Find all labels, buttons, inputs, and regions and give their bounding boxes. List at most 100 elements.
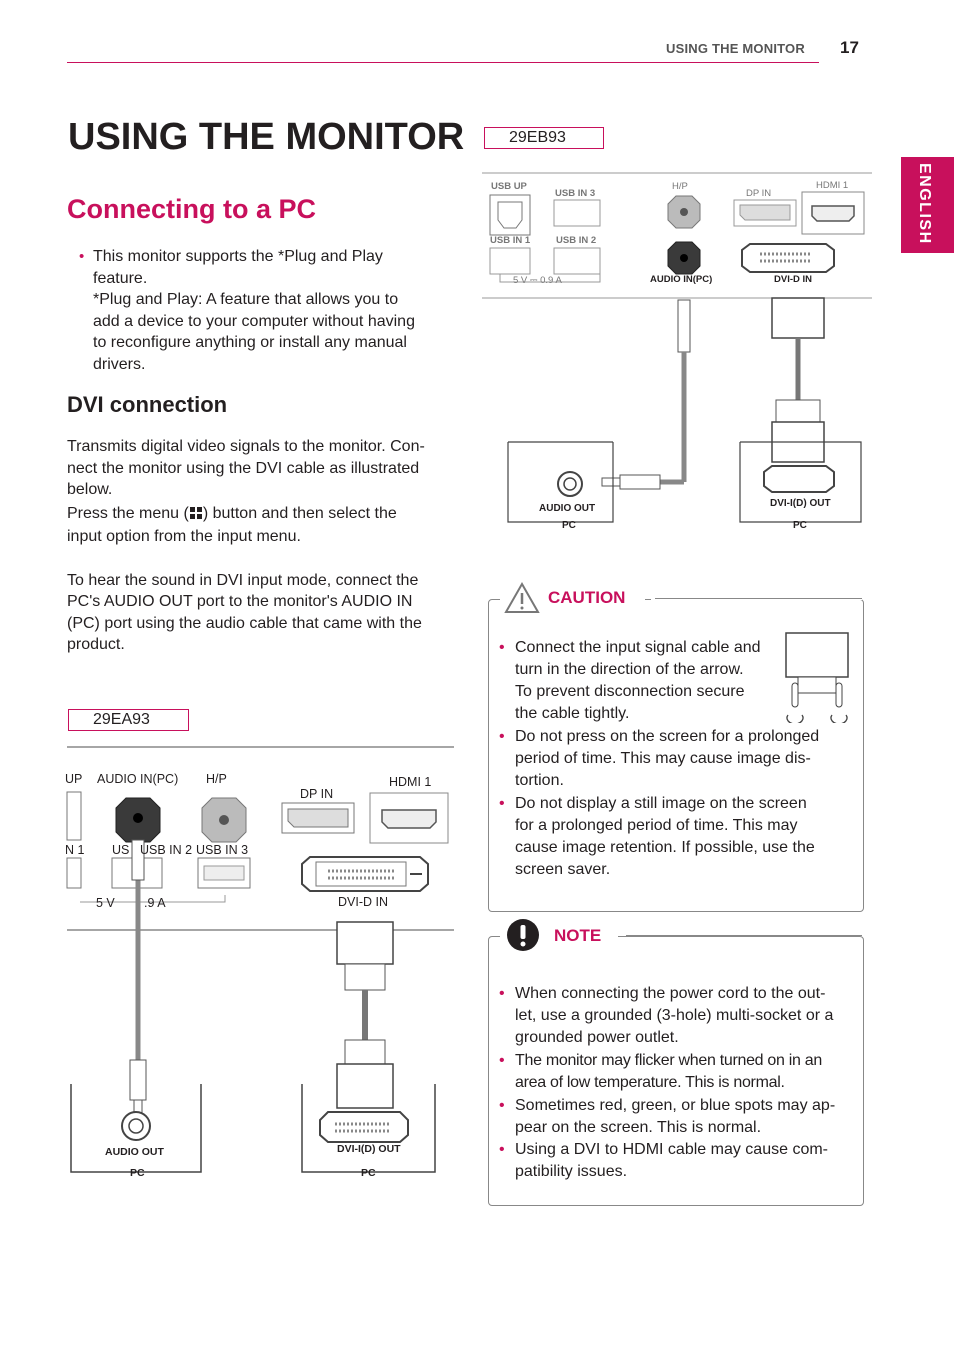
dvi-line: PC's AUDIO OUT port to the monitor's AUD… — [67, 593, 413, 610]
dvi-line: below. — [67, 481, 113, 498]
label-dp-in: DP IN — [746, 188, 772, 199]
note-line: grounded power outlet. — [515, 1029, 679, 1046]
exclamation-circle-icon — [507, 919, 539, 951]
label-hdmi1: HDMI 1 — [389, 775, 432, 789]
note-header: NOTE — [500, 918, 618, 954]
intro-line: to reconfigure anything or install any m… — [93, 334, 407, 351]
note-line: patibility issues. — [515, 1163, 628, 1180]
note-box — [488, 936, 864, 1206]
dvi-line: Transmits digital video signals to the m… — [67, 438, 425, 455]
label-usb-in3: USB IN 3 — [555, 188, 596, 199]
label-usb-in3: USB IN 3 — [196, 843, 249, 857]
note-item: • Using a DVI to HDMI cable may cause co… — [499, 1139, 828, 1183]
intro-line: add a device to your computer without ha… — [93, 312, 415, 330]
label-hdmi1: HDMI 1 — [816, 180, 849, 191]
intro-line: *Plug and Play: A feature that allows yo… — [93, 291, 399, 308]
page-title: USING THE MONITOR — [68, 116, 465, 158]
bullet-dot-icon: • — [499, 728, 505, 745]
bullet-dot-icon: • — [499, 795, 505, 812]
label-dvi-d-in: DVI-D IN — [338, 895, 388, 909]
dvi-description: Transmits digital video signals to the m… — [67, 436, 447, 656]
dvi-line: product. — [67, 636, 125, 653]
label-audio-in: AUDIO IN(PC) — [97, 772, 179, 786]
caution-line: Connect the input signal cable and — [515, 639, 761, 656]
intro-bullet: This monitor supports the *Plug and Play… — [79, 246, 415, 375]
dvi-line: ) button and then select the — [202, 504, 397, 522]
label-audio-out: AUDIO OUT — [539, 503, 596, 514]
caution-item: • Do not press on the screen for a prolo… — [499, 726, 820, 792]
caution-title: CAUTION — [548, 588, 626, 607]
label-usb-in1: N 1 — [65, 843, 85, 857]
label-pc: PC — [562, 520, 576, 531]
bullet-dot-icon: • — [499, 1052, 505, 1069]
subsection-title: DVI connection — [67, 392, 228, 417]
bullet-dot-icon: • — [499, 1097, 505, 1114]
dvi-line: nect the monitor using the DVI cable as … — [67, 459, 420, 477]
note-line: The monitor may flicker when turned on i… — [515, 1052, 822, 1069]
label-usb-up: USB UP — [491, 181, 527, 192]
section-title: Connecting to a PC — [67, 194, 316, 224]
note-line: Using a DVI to HDMI cable may cause com- — [515, 1141, 828, 1158]
note-line: pear on the screen. This is normal. — [515, 1119, 762, 1136]
label-power-b: .9 A — [144, 896, 166, 910]
note-line: Sometimes red, green, or blue spots may … — [515, 1097, 836, 1114]
note-item: • Sometimes red, green, or blue spots ma… — [499, 1095, 836, 1139]
caution-line: cause image retention. If possible, use … — [515, 839, 815, 856]
dvi-line-menu: Press the menu ( ) button and then select… — [67, 503, 447, 525]
label-up: UP — [65, 772, 83, 786]
caution-item: • Connect the input signal cable and tur… — [499, 637, 761, 725]
label-audio-out: AUDIO OUT — [105, 1146, 164, 1158]
intro-line: This monitor supports the *Plug and Play — [93, 248, 383, 265]
label-dvi-out: DVI-I(D) OUT — [337, 1143, 401, 1155]
caution-rule — [655, 598, 862, 599]
label-pc: PC — [361, 1167, 376, 1179]
bullet-dot-icon: • — [499, 639, 505, 656]
label-hp: H/P — [206, 772, 227, 786]
label-us: US — [112, 843, 130, 857]
menu-icon — [189, 505, 203, 519]
bullet-dot-icon: • — [499, 985, 505, 1002]
label-pc: PC — [793, 520, 807, 531]
cable-tightening-icon — [785, 632, 849, 723]
page-number: 17 — [840, 38, 859, 57]
note-title: NOTE — [554, 926, 602, 945]
caution-line: To prevent disconnection secure — [515, 683, 745, 700]
label-usb-in2: USB IN 2 — [140, 843, 193, 857]
label-usb-in1: USB IN 1 — [490, 235, 531, 246]
label-power: 5 V ⎓ 0.9 A — [513, 275, 562, 286]
dvi-line: input option from the input menu. — [67, 528, 301, 545]
label-dp-in: DP IN — [300, 787, 334, 801]
label-hp: H/P — [672, 181, 688, 192]
language-tab-label: ENGLISH — [916, 163, 933, 245]
caution-line: period of time. This may cause image dis… — [515, 750, 811, 767]
note-item: • The monitor may flicker when turned on… — [499, 1050, 822, 1094]
model-label-29ea93: 29EA93 — [68, 709, 189, 731]
running-header: USING THE MONITOR — [666, 41, 805, 56]
warning-triangle-icon — [504, 582, 540, 613]
intro-line: feature. — [93, 269, 148, 287]
bullet-dot-icon: • — [499, 1141, 505, 1158]
caution-header: CAUTION — [500, 582, 645, 616]
label-usb-in2: USB IN 2 — [556, 235, 597, 246]
caution-line: the cable tightly. — [515, 705, 630, 722]
label-dvi-d-in: DVI-D IN — [774, 274, 812, 285]
note-line: let, use a grounded (3-hole) multi-socke… — [515, 1007, 834, 1024]
caution-item: • Do not display a still image on the sc… — [499, 793, 815, 881]
caution-line: screen saver. — [515, 861, 611, 878]
dvi-line: (PC) port using the audio cable that cam… — [67, 614, 422, 632]
label-audio-in: AUDIO IN(PC) — [650, 274, 713, 285]
label-pc: PC — [130, 1167, 145, 1179]
caution-line: turn in the direction of the arrow. — [515, 661, 744, 678]
model-label-29eb93: 29EB93 — [484, 127, 604, 149]
intro-line: drivers. — [93, 355, 146, 373]
note-line: area of low temperature. This is normal. — [515, 1074, 785, 1091]
note-item: • When connecting the power cord to the … — [499, 983, 834, 1049]
language-tab: ENGLISH — [901, 157, 954, 253]
note-rule — [626, 935, 862, 936]
dvi-line: Press the menu ( — [67, 504, 189, 522]
caution-line: tortion. — [515, 772, 564, 789]
caution-line: for a prolonged period of time. This may — [515, 817, 798, 834]
note-line: When connecting the power cord to the ou… — [515, 985, 826, 1002]
label-dvi-out: DVI-I(D) OUT — [770, 498, 831, 509]
caution-line: Do not press on the screen for a prolong… — [515, 728, 820, 745]
